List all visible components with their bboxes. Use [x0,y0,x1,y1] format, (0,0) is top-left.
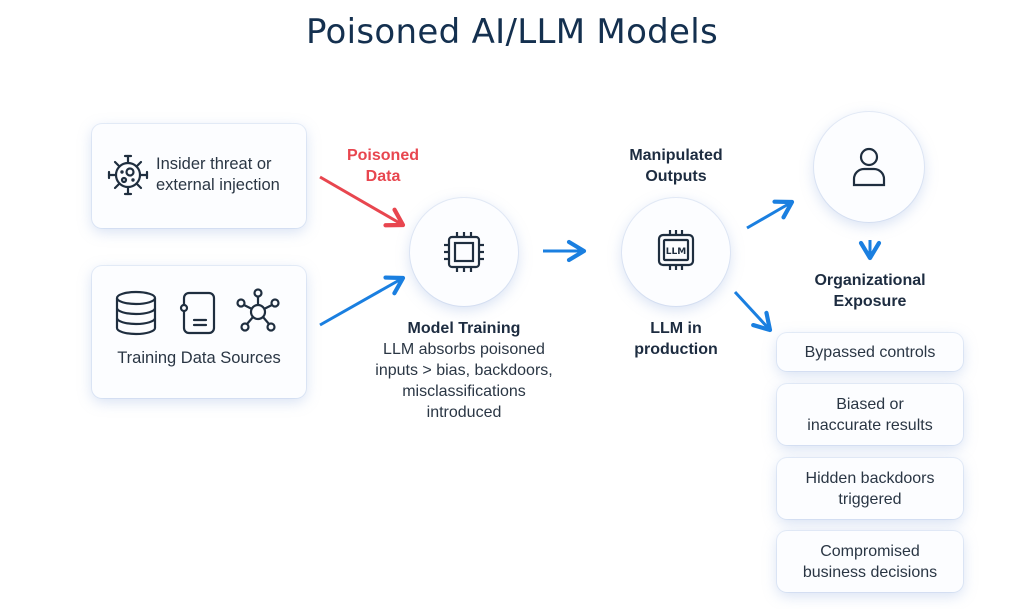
poisoned-data-line2: Data [365,168,401,185]
training-data-arrow [319,275,406,327]
model-training-desc-4: introduced [426,404,502,421]
virus-icon [107,154,149,196]
org-exposure-line1: Organizational [814,272,926,289]
outcome-card: Hidden backdoors triggered [777,458,963,519]
database-icon [115,290,157,336]
llm-production-line2: production [634,341,718,358]
llm-chip-text: LLM [666,247,686,257]
model-training-desc-2: inputs > bias, backdoors, [375,362,553,379]
outcome-line2: triggered [838,490,902,508]
outcome-card: Biased or inaccurate results [777,384,963,445]
insider-threat-card: Insider threat or external injection [92,124,306,228]
page-title: Poisoned AI/LLM Models [305,12,719,52]
training-data-card: Training Data Sources [92,266,306,398]
outcome-line1: Compromised [820,542,920,560]
poisoned-data-arrow [319,175,406,228]
llm-production-line1: LLM in [650,320,702,337]
outcome-line1: Biased or [836,395,904,413]
poisoned-data-line1: Poisoned [346,147,419,164]
outcome-line1: Hidden backdoors [805,469,935,487]
org-exposure-line2: Exposure [833,293,907,310]
model-training-title: Model Training [407,320,521,337]
outcome-card: Bypassed controls [777,333,963,371]
model-training-desc-3: misclassifications [402,383,526,400]
user-icon [852,147,886,187]
insider-label-line2: external injection [156,176,280,194]
llm-production-node: LLM [622,198,730,306]
llm-to-outcomes-arrow [733,290,773,333]
outcome-line2: business decisions [802,563,938,581]
outcome-card: Compromised business decisions [777,531,963,592]
training-data-label: Training Data Sources [117,349,281,367]
chip-icon [444,232,484,272]
model-training-node [410,198,518,306]
manipulated-outputs-line2: Outputs [645,168,707,185]
llm-to-org-arrow [746,199,795,230]
manipulated-outputs-line1: Manipulated [629,147,723,164]
outcome-line2: inaccurate results [807,416,933,434]
llm-chip-icon: LLM [657,230,695,270]
insider-label-line1: Insider threat or [156,155,272,173]
organization-node [814,112,924,222]
model-training-desc-1: LLM absorbs poisoned [383,341,545,358]
network-icon [236,288,280,332]
outcome-line1: Bypassed controls [804,343,936,361]
document-icon [179,291,216,335]
